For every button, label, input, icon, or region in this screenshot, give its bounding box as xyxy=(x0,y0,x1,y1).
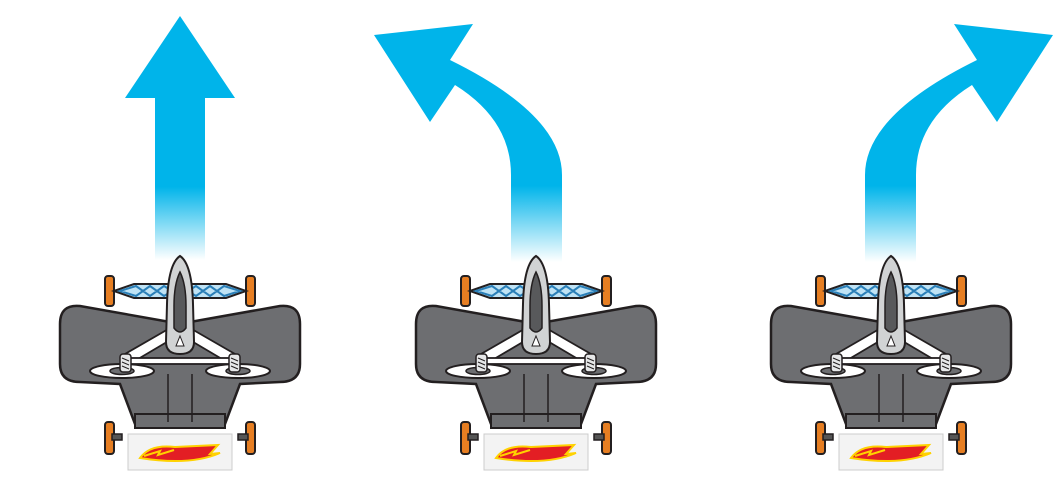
left-turn-arrow-icon xyxy=(374,24,562,262)
vehicle-illustration xyxy=(414,254,658,472)
panel-right-turn xyxy=(769,24,1053,472)
straight-arrow-icon xyxy=(125,16,235,260)
vehicle-illustration xyxy=(58,254,302,472)
right-turn-arrow-icon xyxy=(865,24,1053,262)
panel-left-turn xyxy=(374,24,658,472)
vehicle-illustration xyxy=(769,254,1013,472)
panel-straight xyxy=(58,16,302,472)
